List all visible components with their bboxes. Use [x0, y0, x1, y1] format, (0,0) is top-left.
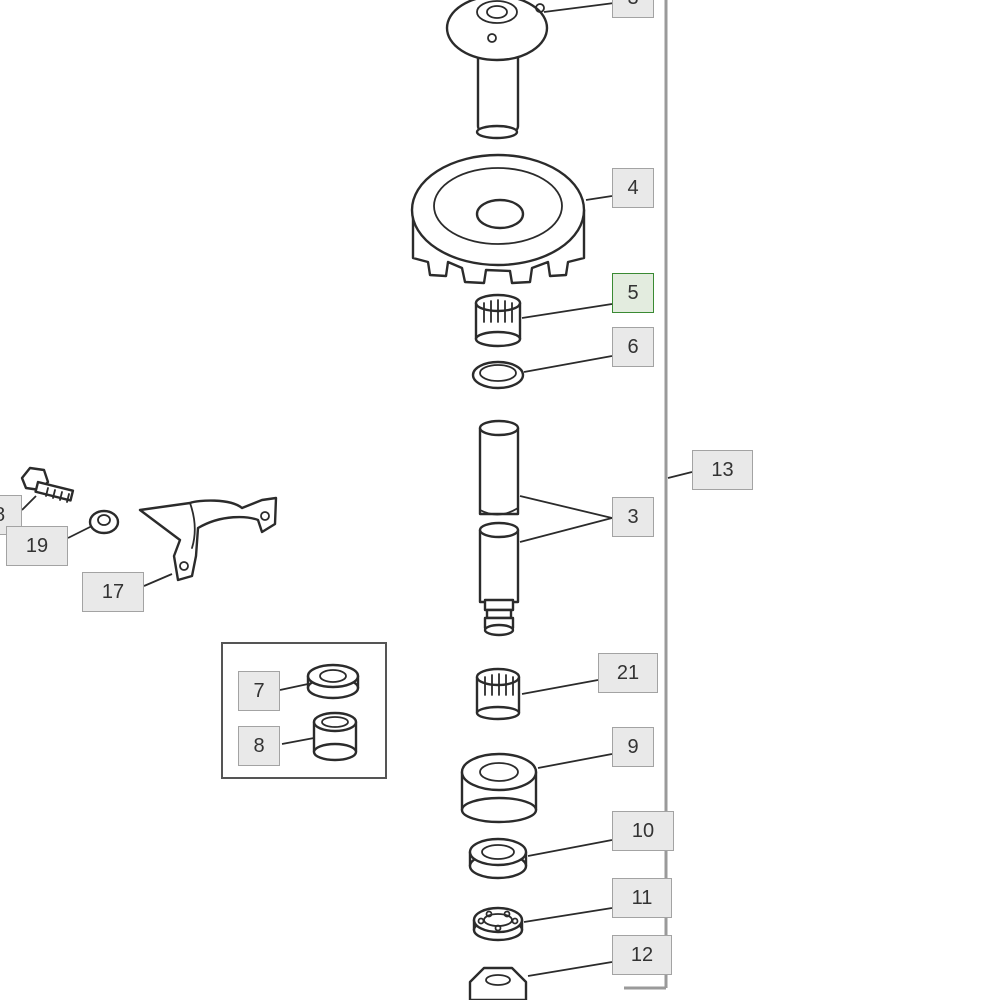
- callout-12[interactable]: 12: [612, 935, 672, 975]
- washer-ring-part: [471, 360, 525, 390]
- callout-17[interactable]: 17: [82, 572, 144, 612]
- flanged-shaft-part: [445, 0, 549, 140]
- spacer-sleeve-part: [312, 711, 358, 762]
- callout-3-top[interactable]: 3: [612, 0, 654, 18]
- shaft-lower-segment: [478, 521, 520, 637]
- seal-ring-part: [468, 837, 528, 880]
- nut-part: [468, 966, 528, 1000]
- callout-11[interactable]: 11: [612, 878, 672, 918]
- cup-drum-part: [410, 153, 586, 285]
- callout-7[interactable]: 7: [238, 671, 280, 711]
- ball-bearing-part: [472, 906, 524, 942]
- callout-10[interactable]: 10: [612, 811, 674, 851]
- callout-21[interactable]: 21: [598, 653, 658, 693]
- callout-13[interactable]: 13: [692, 450, 753, 490]
- callout-6[interactable]: 6: [612, 327, 654, 367]
- shaft-upper-segment: [478, 419, 520, 516]
- callout-3[interactable]: 3: [612, 497, 654, 537]
- callout-5[interactable]: 5: [612, 273, 654, 313]
- callout-9[interactable]: 9: [612, 727, 654, 767]
- callout-8[interactable]: 8: [238, 726, 280, 766]
- clamp-bracket-part: [138, 496, 278, 582]
- leader-lines: [21, 1, 693, 977]
- callout-4[interactable]: 4: [612, 168, 654, 208]
- callout-19[interactable]: 19: [6, 526, 68, 566]
- needle-bearing-part: [474, 293, 522, 348]
- flange-nut-part: [88, 509, 120, 535]
- needle-bearing-21-part: [475, 667, 521, 721]
- spacer-washer-part: [306, 663, 360, 700]
- bolt-part: [20, 466, 75, 503]
- bushing-part: [460, 752, 538, 824]
- inset-frame: [221, 642, 387, 779]
